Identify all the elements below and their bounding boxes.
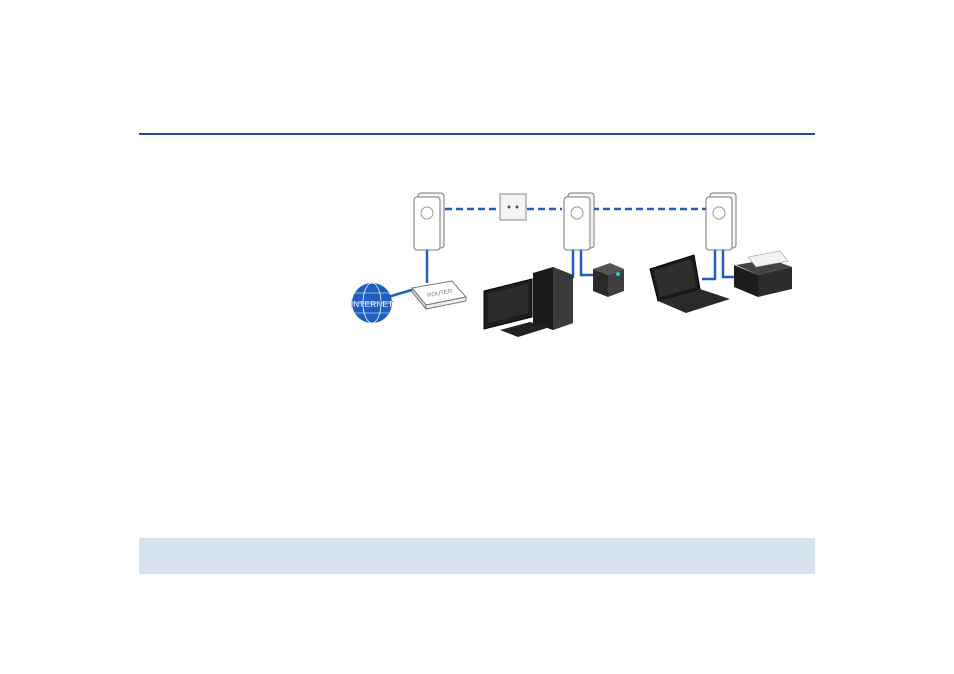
powerline-adapter-2 bbox=[563, 192, 595, 251]
printer bbox=[734, 250, 792, 297]
internet-label: INTERNET bbox=[351, 299, 394, 309]
footer-band bbox=[139, 538, 815, 574]
powerline-adapter-1 bbox=[413, 192, 445, 251]
router-label: ROUTER bbox=[427, 289, 454, 299]
desktop-computer bbox=[483, 267, 573, 337]
internet-globe-icon: INTERNET bbox=[351, 282, 394, 324]
network-diagram: INTERNET ROUTER bbox=[351, 192, 792, 337]
powerline-adapter-3 bbox=[705, 192, 737, 251]
wall-socket bbox=[499, 193, 527, 221]
laptop bbox=[649, 254, 730, 313]
router: ROUTER bbox=[411, 280, 467, 311]
header-rule bbox=[139, 133, 815, 135]
media-box bbox=[593, 263, 624, 297]
